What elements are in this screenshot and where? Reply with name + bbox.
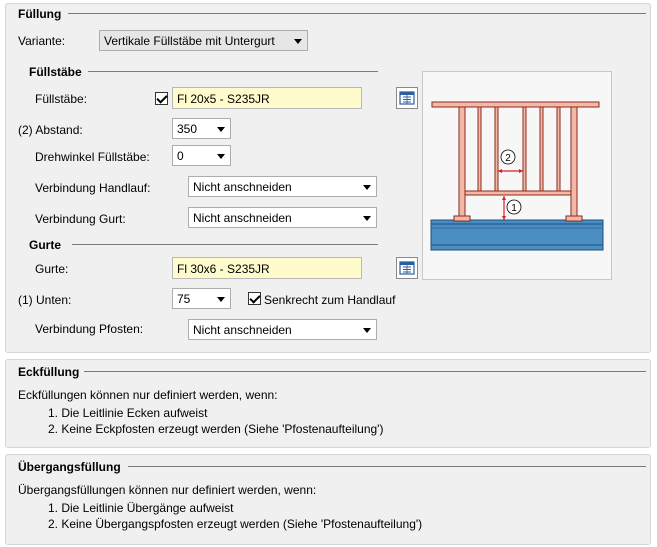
verbindung-pfosten-value: Nicht anschneiden <box>193 323 292 337</box>
infill-bar <box>477 106 482 192</box>
eckfuellung-panel: Eckfüllung Eckfüllungen können nur defin… <box>5 359 651 448</box>
uebergangsfuellung-item-1: 1. Die Leitlinie Übergänge aufweist <box>48 501 234 515</box>
gurte-divider <box>72 244 378 245</box>
catalog-icon <box>399 91 415 105</box>
eckfuellung-item-2: 2. Keine Eckpfosten erzeugt werden (Sieh… <box>48 422 384 436</box>
verbindung-handlauf-dropdown[interactable]: Nicht anschneiden <box>188 176 377 197</box>
variante-dropdown[interactable]: Vertikale Füllstäbe mit Untergurt <box>99 30 308 51</box>
chevron-down-icon <box>363 185 371 190</box>
drehwinkel-value: 0 <box>177 149 184 163</box>
fuellstaebe-catalog-button[interactable] <box>396 87 418 109</box>
infill-bar <box>556 106 561 192</box>
unten-dropdown[interactable]: 75 <box>172 288 231 309</box>
variante-value: Vertikale Füllstäbe mit Untergurt <box>104 34 275 48</box>
verbindung-pfosten-dropdown[interactable]: Nicht anschneiden <box>188 319 377 340</box>
verbindung-pfosten-label: Verbindung Pfosten: <box>35 322 144 336</box>
bottom-belt <box>464 190 572 196</box>
post-right <box>570 106 578 217</box>
abstand-label: (2) Abstand: <box>18 123 83 137</box>
marker-1 <box>506 199 522 215</box>
infill-bar <box>539 106 544 192</box>
verbindung-gurt-value: Nicht anschneiden <box>193 211 292 225</box>
uebergangsfuellung-panel: Übergangsfüllung Übergangsfüllungen könn… <box>5 454 651 545</box>
railing-diagram: 2 1 <box>430 101 604 251</box>
fuellstaebe-checkbox[interactable] <box>155 92 168 105</box>
eckfuellung-intro: Eckfüllungen können nur definiert werden… <box>18 388 278 402</box>
unten-label: (1) Unten: <box>18 293 72 307</box>
fuellung-title: Füllung <box>18 7 62 21</box>
railing-preview: 2 1 <box>422 71 612 280</box>
chevron-down-icon <box>363 216 371 221</box>
fuellstaebe-label: Füllstäbe: <box>35 92 88 106</box>
infill-bar <box>494 106 499 192</box>
senkrecht-checkbox[interactable] <box>248 292 261 305</box>
gurte-field[interactable]: Fl 30x6 - S235JR <box>172 257 362 279</box>
marker-2 <box>500 149 516 165</box>
drehwinkel-label: Drehwinkel Füllstäbe: <box>35 150 150 164</box>
infill-bar <box>522 106 527 192</box>
gurte-group-title: Gurte <box>29 238 62 252</box>
gurte-catalog-button[interactable] <box>396 257 418 279</box>
gurte-label: Gurte: <box>35 262 69 276</box>
senkrecht-label[interactable]: Senkrecht zum Handlauf <box>264 293 396 307</box>
eckfuellung-title: Eckfüllung <box>18 365 80 379</box>
uebergangsfuellung-item-2: 2. Keine Übergangspfosten erzeugt werden… <box>48 517 423 531</box>
verbindung-gurt-dropdown[interactable]: Nicht anschneiden <box>188 207 377 228</box>
abstand-dropdown[interactable]: 350 <box>172 118 231 139</box>
eckfuellung-divider <box>84 371 646 372</box>
fuellstaebe-value: Fl 20x5 - S235JR <box>177 92 270 106</box>
verbindung-gurt-label: Verbindung Gurt: <box>35 212 126 226</box>
chevron-down-icon <box>217 154 225 159</box>
uebergangsfuellung-intro: Übergangsfüllungen können nur definiert … <box>18 483 317 497</box>
marker-2-text: 2 <box>505 153 511 164</box>
drehwinkel-dropdown[interactable]: 0 <box>172 145 231 166</box>
handrail <box>431 101 600 108</box>
fuellstaebe-divider <box>88 71 378 72</box>
variante-label: Variante: <box>18 34 66 48</box>
fuellstaebe-field[interactable]: Fl 20x5 - S235JR <box>172 87 362 109</box>
uebergangsfuellung-divider <box>128 466 646 467</box>
post-left <box>458 106 466 217</box>
catalog-icon <box>399 261 415 275</box>
abstand-value: 350 <box>177 122 198 136</box>
verbindung-handlauf-value: Nicht anschneiden <box>193 180 292 194</box>
chevron-down-icon <box>294 39 302 44</box>
base-plate-right <box>565 215 583 222</box>
chevron-down-icon <box>217 297 225 302</box>
chevron-down-icon <box>363 328 371 333</box>
eckfuellung-item-1: 1. Die Leitlinie Ecken aufweist <box>48 406 208 420</box>
unten-value: 75 <box>177 292 191 306</box>
fuellung-divider <box>68 13 646 14</box>
fuellstaebe-group-title: Füllstäbe <box>29 65 82 79</box>
verbindung-handlauf-label: Verbindung Handlauf: <box>35 181 151 195</box>
base-plate-left <box>453 215 471 222</box>
uebergangsfuellung-title: Übergangsfüllung <box>18 460 121 474</box>
gurte-value: Fl 30x6 - S235JR <box>177 262 270 276</box>
marker-1-text: 1 <box>511 203 517 214</box>
chevron-down-icon <box>217 127 225 132</box>
